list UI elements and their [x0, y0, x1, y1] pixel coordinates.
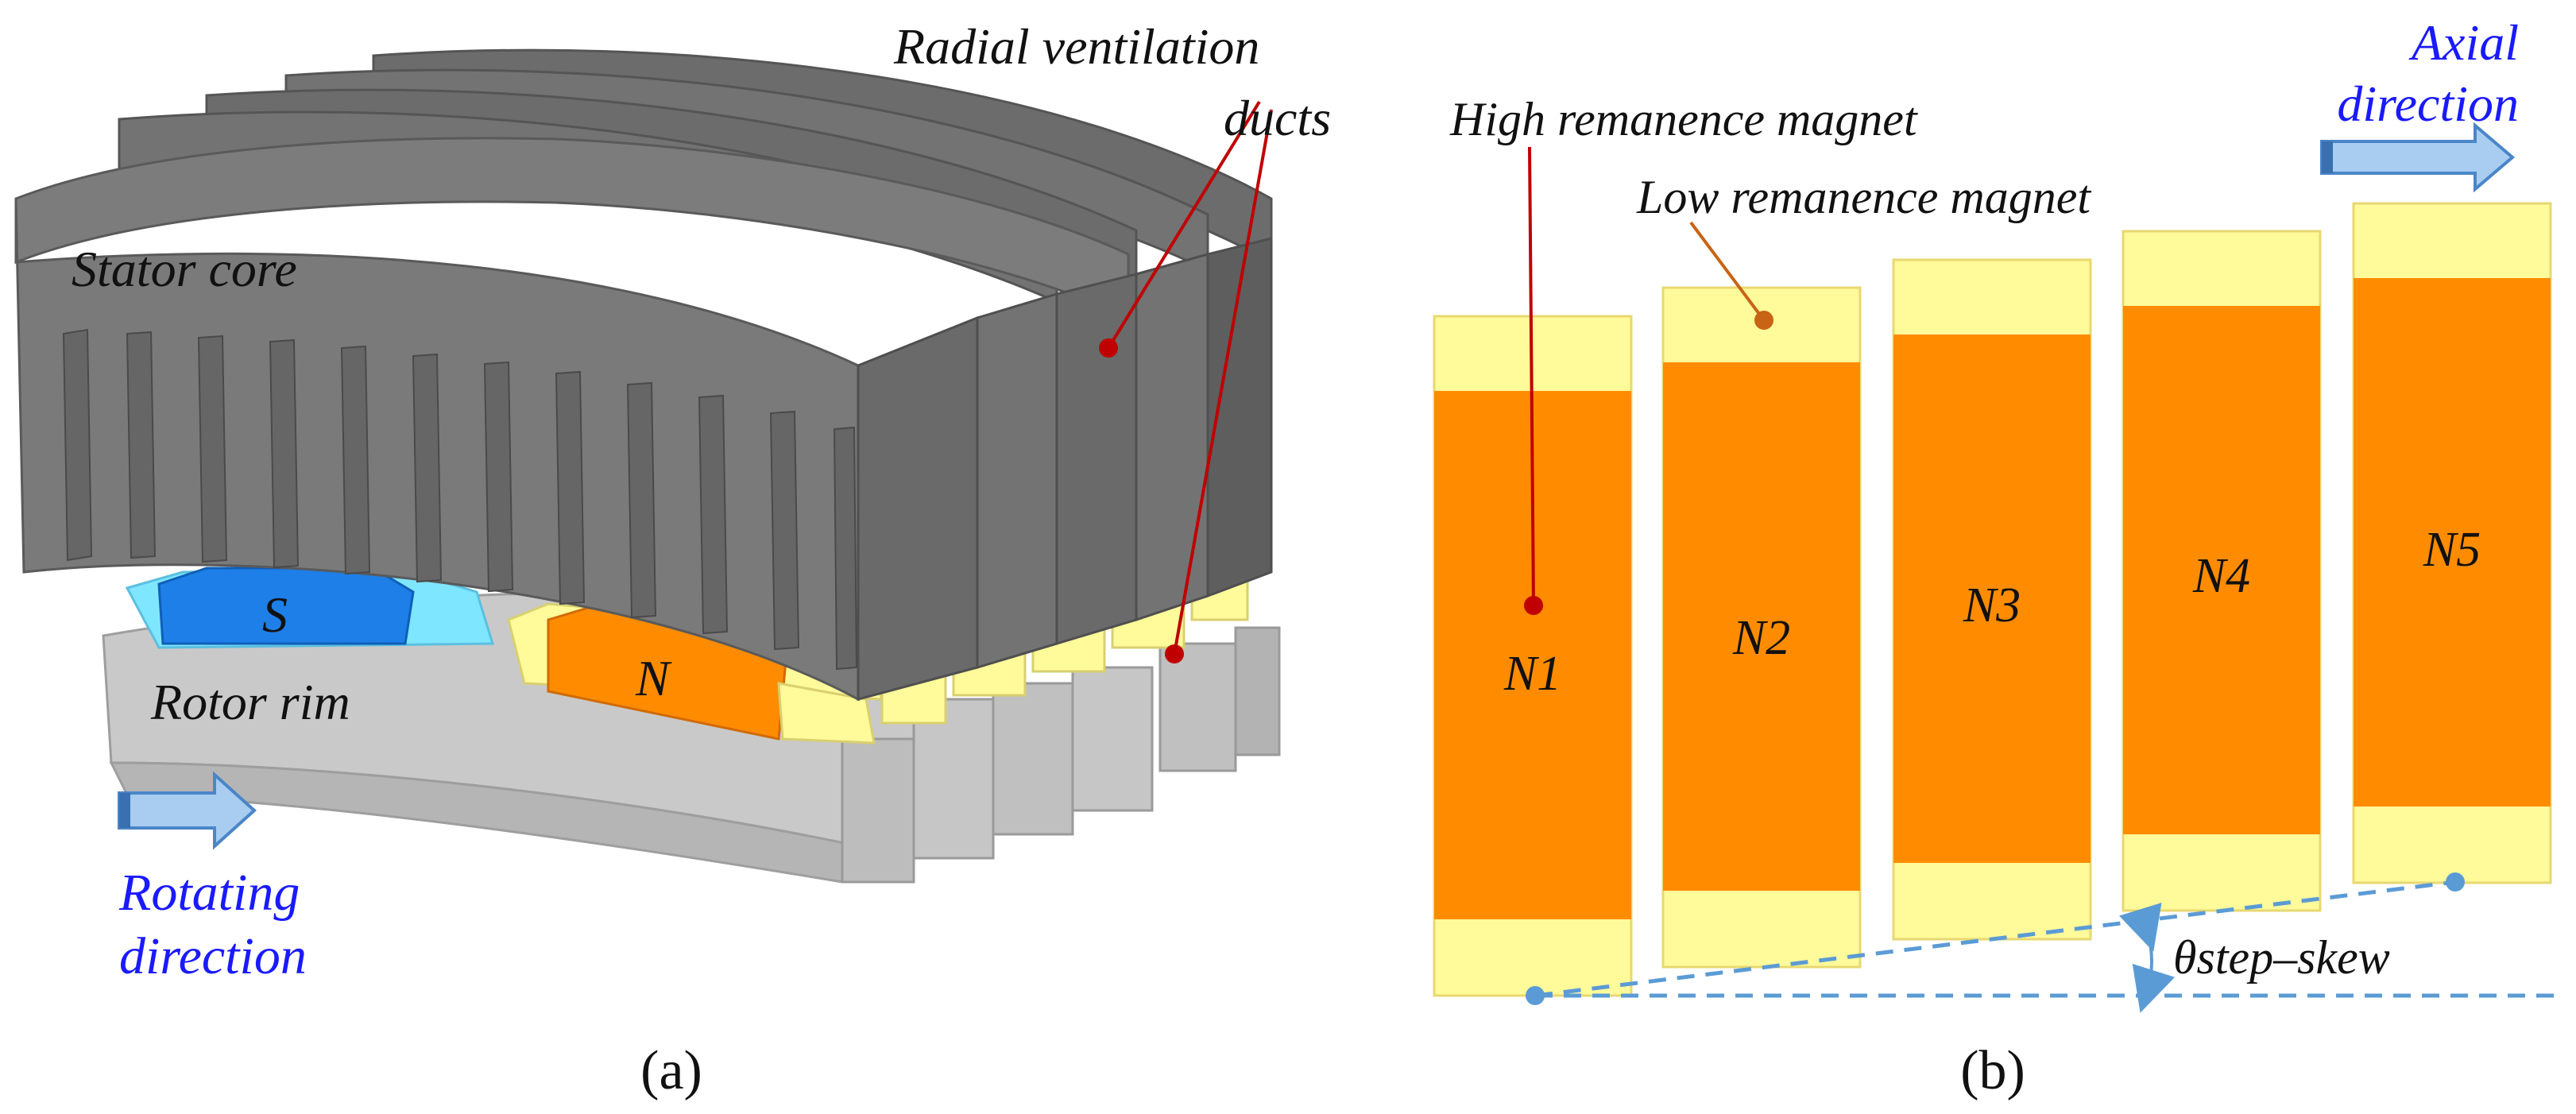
segment-n4 [2122, 230, 2322, 912]
caption-a: (a) [640, 1040, 702, 1101]
segment-label-n3: N3 [1963, 578, 2021, 632]
label-axial-line2: direction [2337, 75, 2519, 132]
segment-label-n5: N5 [2423, 523, 2481, 577]
label-radial-ventilation-line1: Radial ventilation [893, 18, 1259, 75]
magnet-s [125, 567, 495, 649]
segment-label-n1: N1 [1503, 647, 1561, 701]
label-stator-core: Stator core [72, 241, 297, 297]
panel-a: Radial ventilation ducts Stator core S N… [14, 18, 1331, 1101]
label-high-remanence: High remanence magnet [1449, 93, 1918, 145]
segment-label-n2: N2 [1732, 611, 1790, 665]
segment-n2 [1661, 286, 1862, 969]
label-radial-ventilation-line2: ducts [1224, 90, 1331, 146]
low-magnet-marker [1754, 311, 1773, 330]
rotating-arrow [118, 771, 257, 850]
duct-marker [1099, 338, 1118, 358]
segment-label-n4: N4 [2192, 549, 2250, 603]
label-low-remanence: Low remanence magnet [1636, 171, 2091, 223]
label-rotating-line1: Rotating [118, 864, 300, 922]
duct-marker [1165, 644, 1184, 663]
label-pole-n: N [635, 650, 672, 706]
stator-core [14, 48, 1273, 702]
label-skew-angle: θstep–skew [2173, 931, 2390, 984]
panel-b: N1 N2 N3 N4 N5 High remanence magnet Low… [1433, 14, 2562, 1101]
axial-arrow [2320, 122, 2516, 193]
segment-n5 [2352, 202, 2552, 884]
high-magnet-marker [1524, 596, 1543, 615]
segment-n3 [1892, 258, 2092, 941]
label-rotating-line2: direction [119, 927, 307, 985]
skew-end [2446, 872, 2465, 892]
label-pole-s: S [262, 586, 288, 643]
label-axial-line1: Axial [2408, 14, 2519, 71]
caption-b: (b) [1960, 1040, 2025, 1101]
skew-origin [1526, 986, 1545, 1005]
label-rotor-rim: Rotor rim [150, 674, 350, 730]
